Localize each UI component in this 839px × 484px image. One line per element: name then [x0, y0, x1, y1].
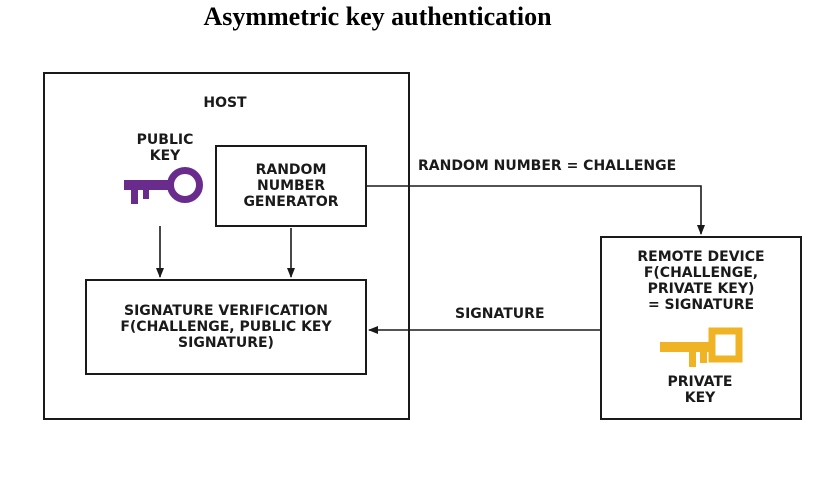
private-key-icon: [660, 327, 743, 367]
public-key-icon: [124, 167, 203, 204]
public-key-label: PUBLIC KEY: [136, 132, 194, 164]
host-label: HOST: [203, 95, 247, 111]
signature-verification-box: [85, 279, 367, 375]
signature-verification-label: SIGNATURE VERIFICATION F(CHALLENGE, PUBL…: [120, 303, 332, 351]
challenge-arrow: [367, 185, 705, 235]
challenge-arrow-label: RANDOM NUMBER = CHALLENGE: [418, 158, 677, 174]
remote-device-label: REMOTE DEVICE F(CHALLENGE, PRIVATE KEY) …: [637, 249, 765, 313]
signature-arrow-label: SIGNATURE: [455, 306, 545, 322]
remote-device-box: [600, 236, 802, 420]
diagram-title: Asymmetric key authentication: [203, 2, 552, 31]
random-number-generator-box: [215, 145, 367, 227]
private-key-label: PRIVATE KEY: [667, 374, 733, 406]
random-number-generator-label: RANDOM NUMBER GENERATOR: [243, 162, 339, 210]
